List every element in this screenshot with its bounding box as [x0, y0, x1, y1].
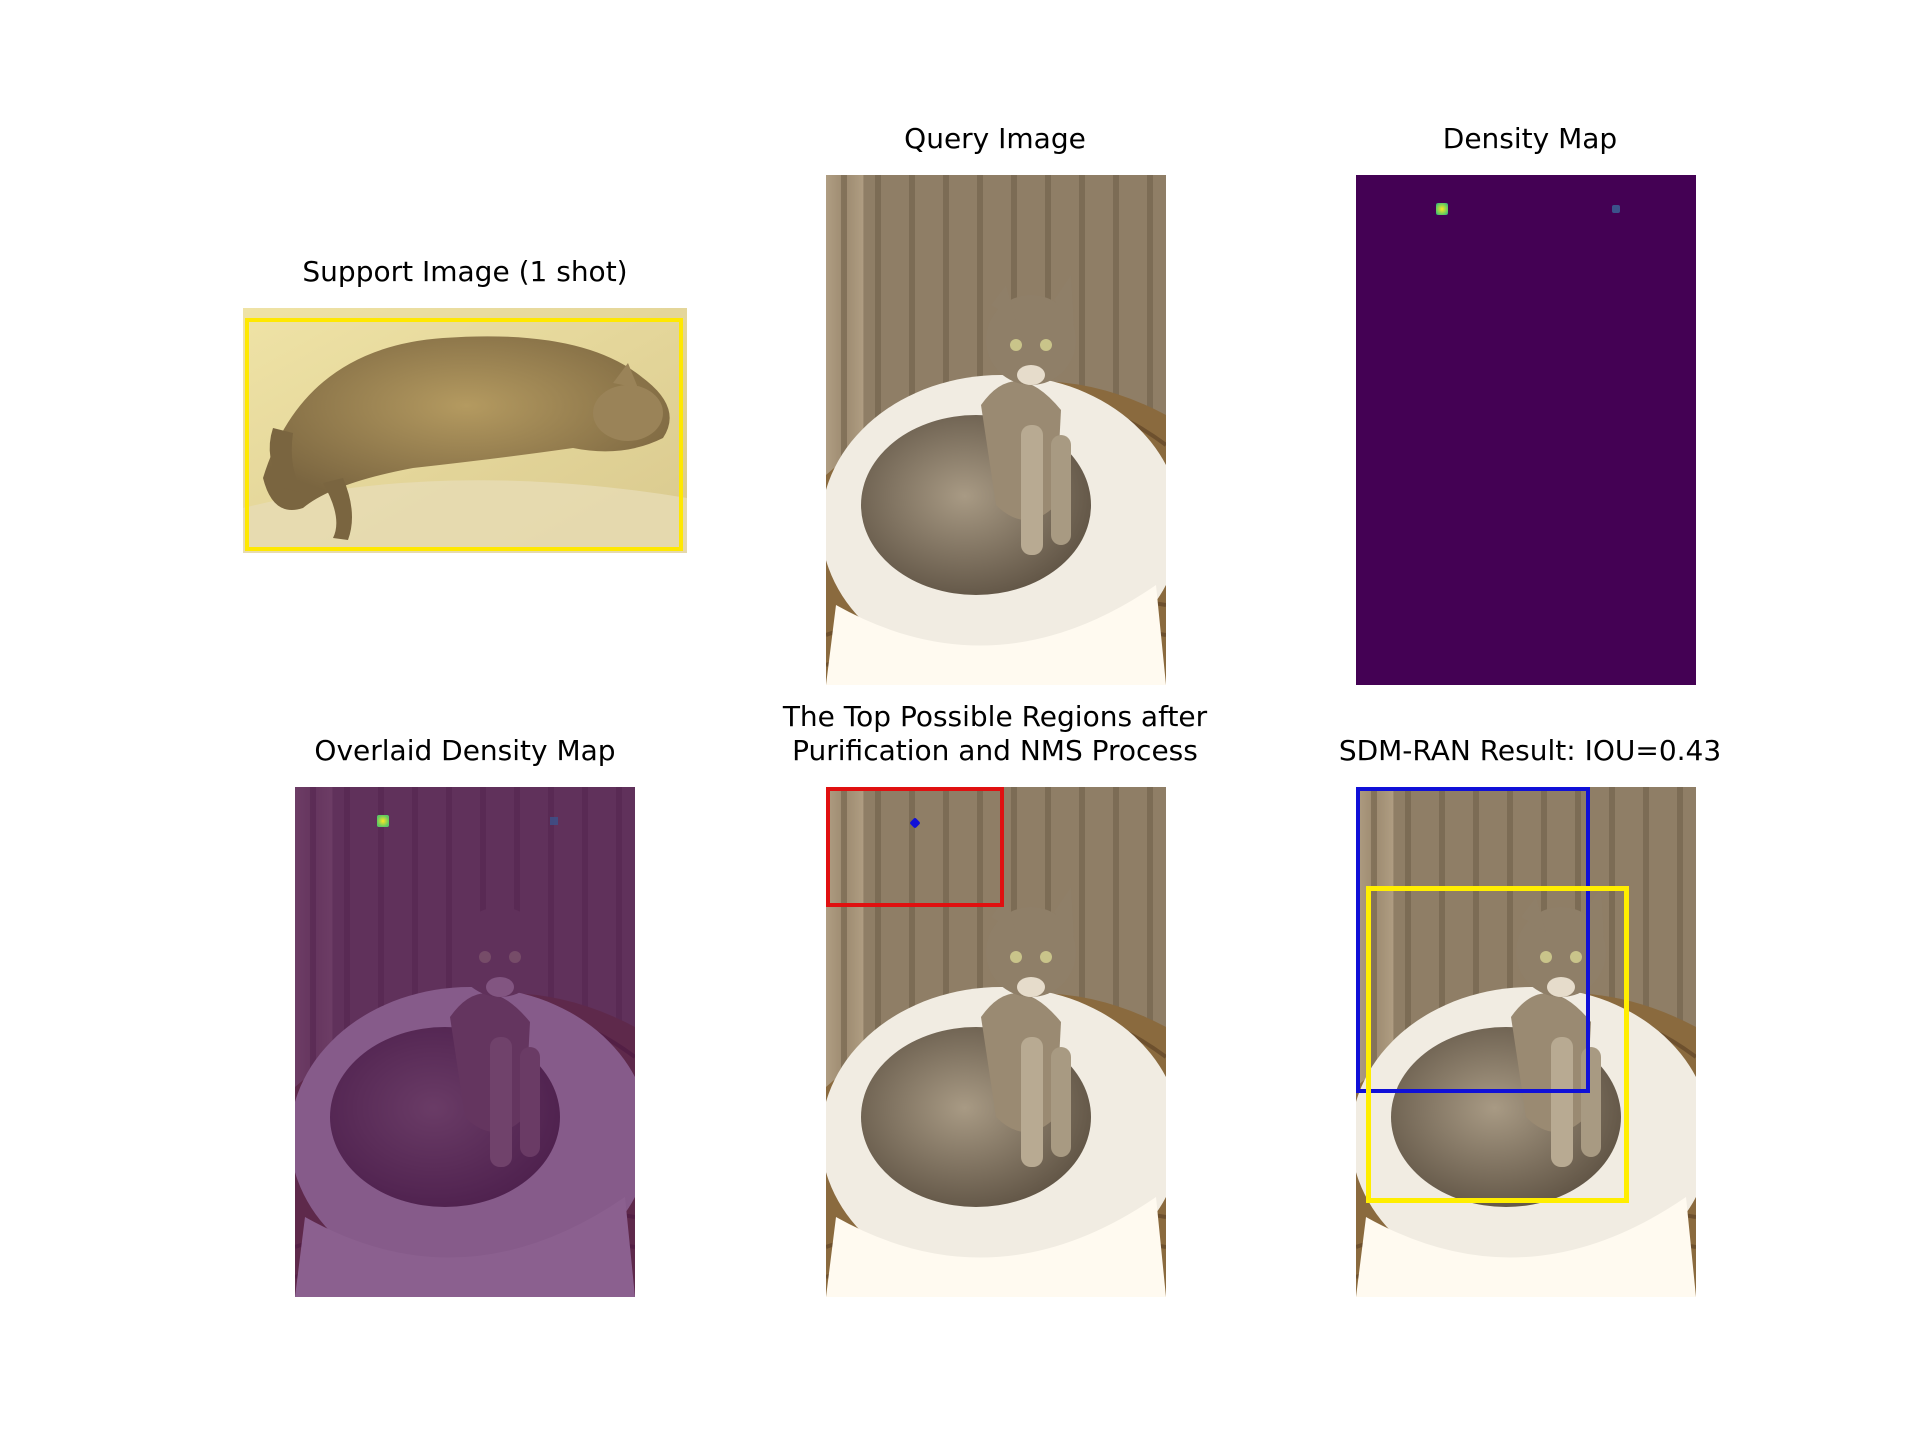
support-title: Support Image (1 shot)	[302, 255, 628, 288]
regions-image	[826, 787, 1166, 1297]
regions-title: The Top Possible Regions after Purificat…	[782, 700, 1208, 767]
density-title: Density Map	[1442, 122, 1618, 155]
overlaid-title: Overlaid Density Map	[314, 734, 616, 767]
density-peak	[1436, 203, 1448, 215]
density-weak-peak	[1612, 205, 1620, 213]
support-box	[245, 318, 683, 551]
result-image	[1356, 787, 1696, 1297]
result-title: SDM-RAN Result: IOU=0.43	[1338, 734, 1722, 767]
ground-truth-box	[1366, 886, 1629, 1203]
overlaid-density-image	[295, 787, 635, 1297]
query-title: Query Image	[904, 122, 1086, 155]
cat-in-basket-icon	[826, 175, 1166, 685]
cat-in-basket-icon	[295, 787, 635, 1297]
support-image	[243, 308, 687, 553]
cat-lying-icon	[243, 308, 687, 553]
density-map	[1356, 175, 1696, 685]
region-box	[826, 787, 1004, 907]
query-image	[826, 175, 1166, 685]
predicted-box	[1356, 787, 1590, 1093]
